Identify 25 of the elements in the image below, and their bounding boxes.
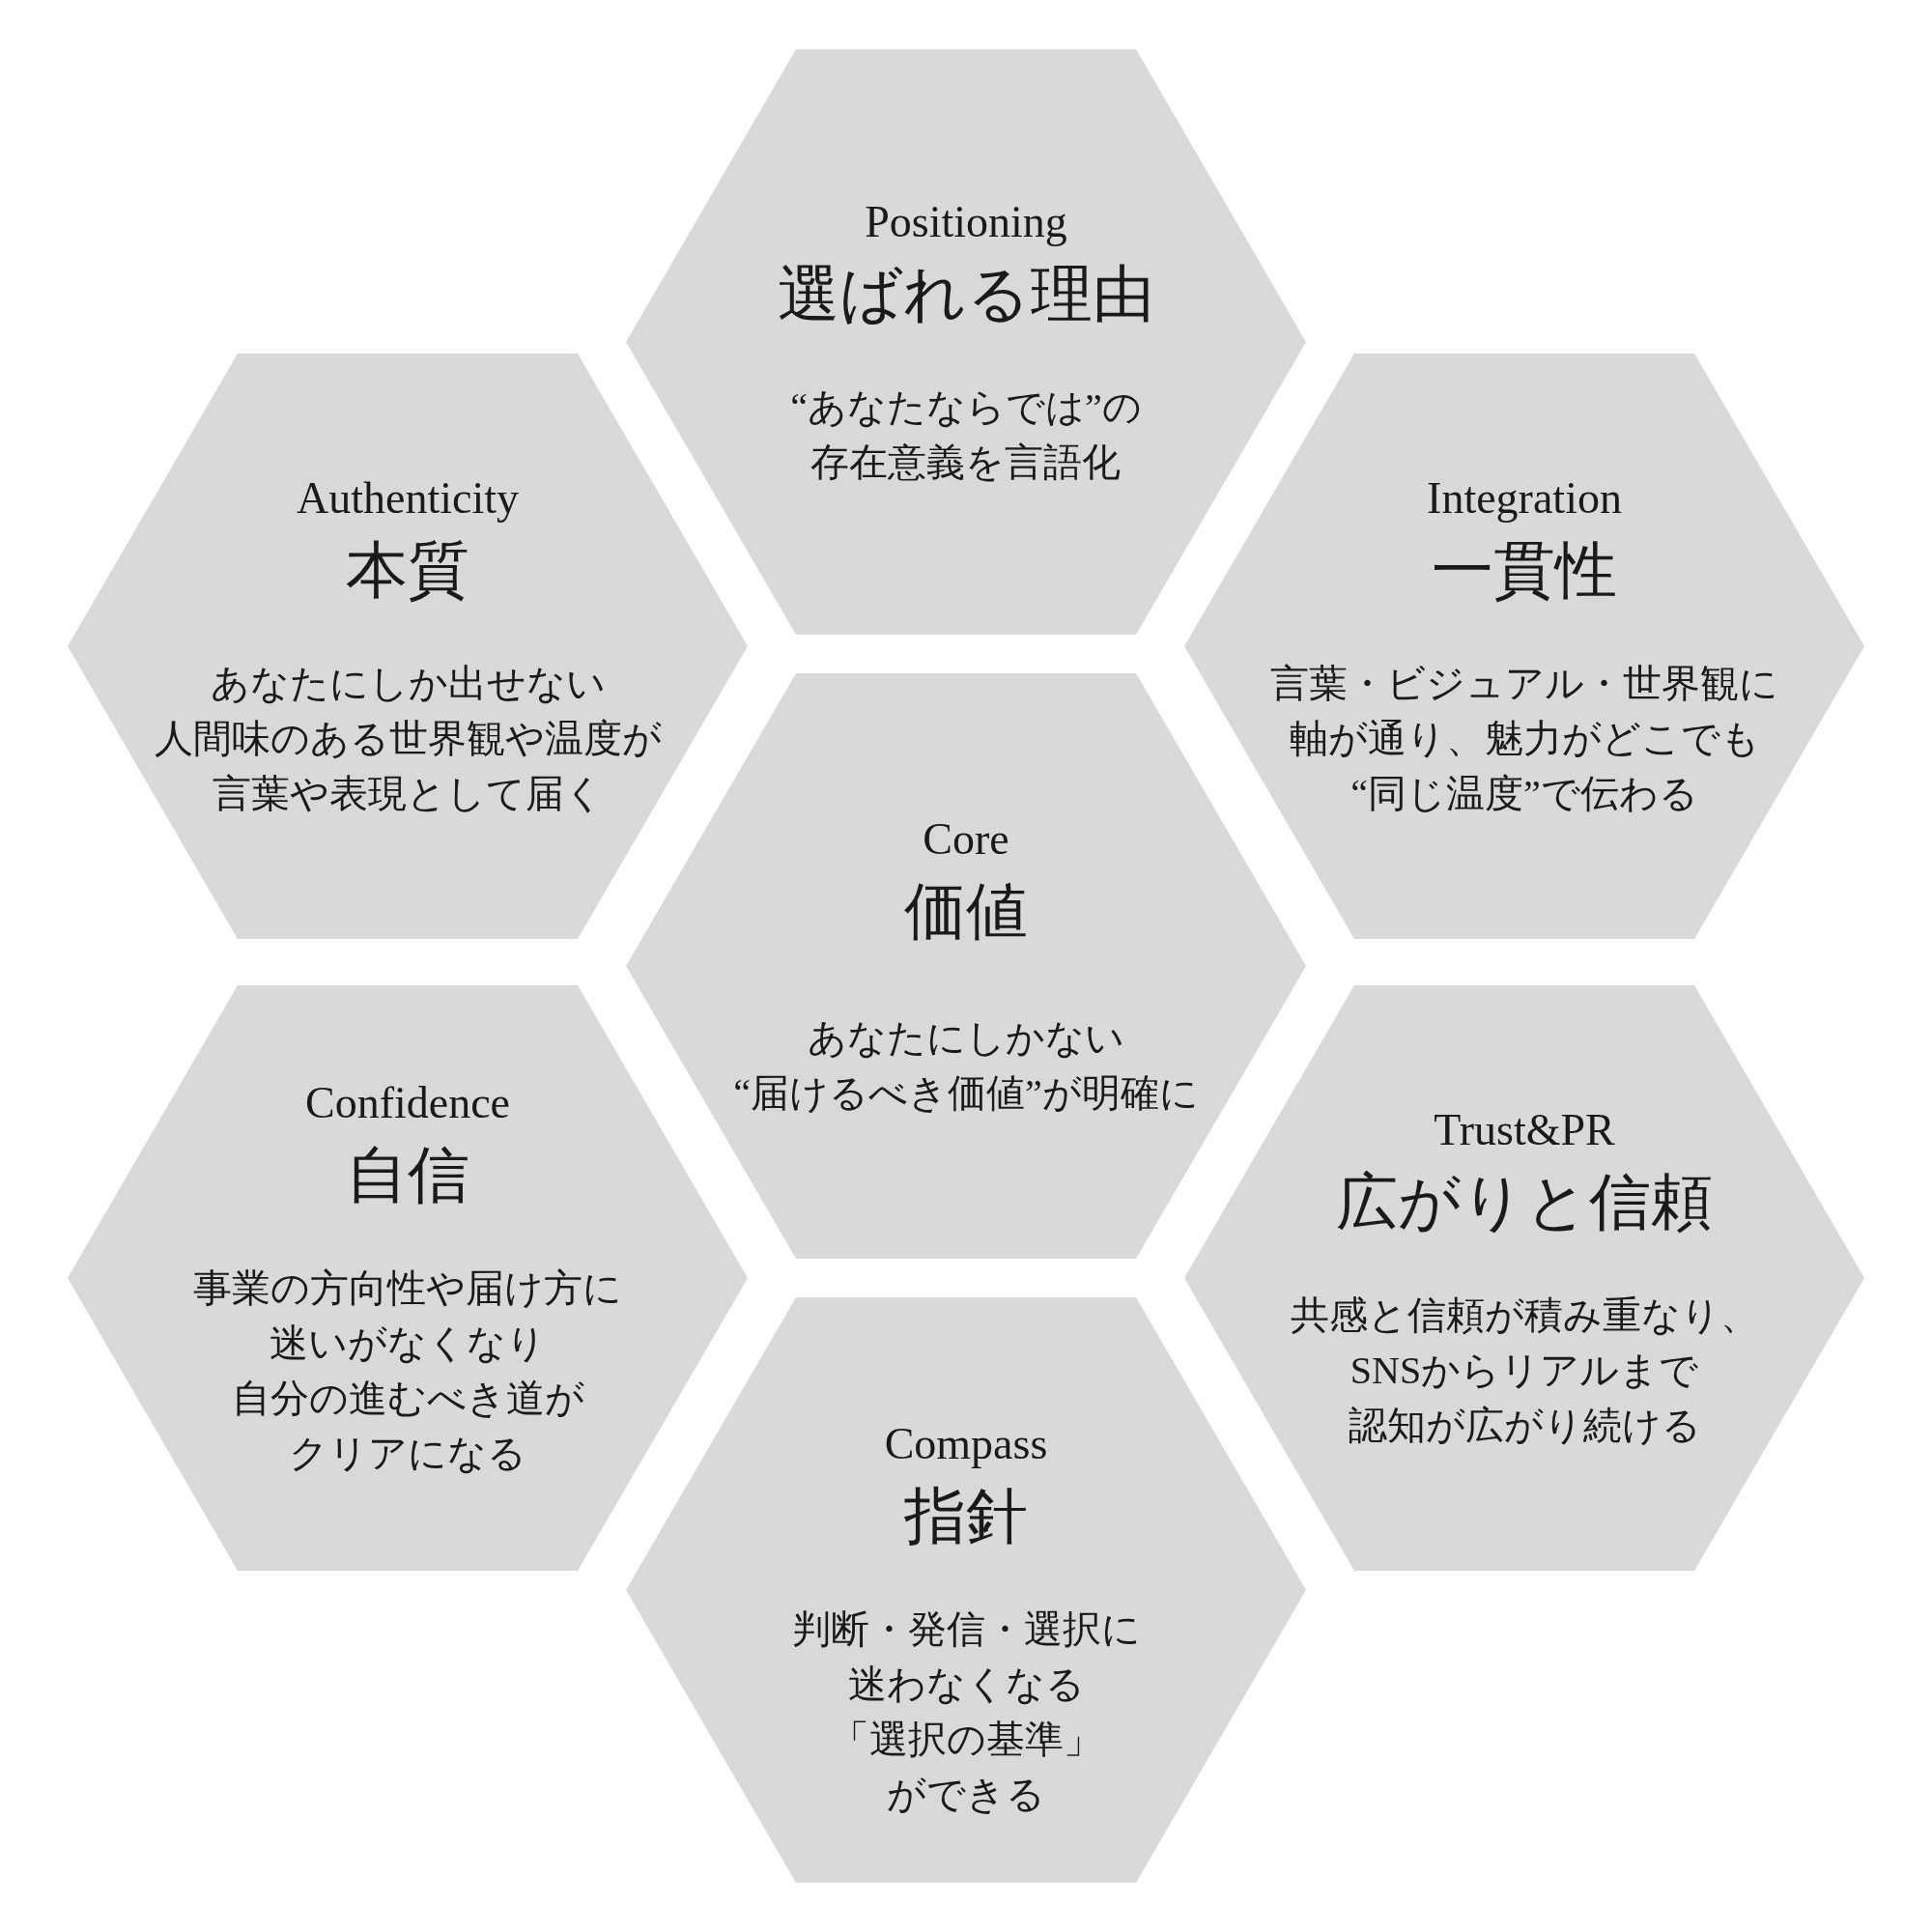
hexagon-tile xyxy=(68,985,748,1571)
hexagon-tile xyxy=(68,354,748,939)
title-text: 価値 xyxy=(904,875,1028,948)
category-label: Authenticity xyxy=(297,472,519,525)
description-text: 判断・発信・選択に迷わなくなる「選択の基準」ができる xyxy=(791,1605,1141,1818)
title-text: 指針 xyxy=(904,1480,1028,1552)
hexagon-tile xyxy=(1184,354,1864,939)
category-label: Core xyxy=(923,812,1009,866)
hexagon-tile xyxy=(626,49,1306,635)
description-text: あなたにしかない“届けるべき価値”が明確に xyxy=(733,1014,1199,1117)
description-text: 事業の方向性や届け方に迷いがなくなり自分の進むべき道がクリアになる xyxy=(193,1264,622,1477)
category-label: Compass xyxy=(884,1417,1048,1470)
category-label: Confidence xyxy=(305,1076,510,1129)
title-text: 選ばれる理由 xyxy=(778,258,1154,330)
description-text: “あなたならでは”の存在意義を言語化 xyxy=(790,384,1142,486)
category-label: Positioning xyxy=(865,195,1067,248)
title-text: 自信 xyxy=(346,1139,469,1211)
category-label: Trust&PR xyxy=(1434,1104,1615,1156)
description-text: あなたにしか出せない人間味のある世界観や温度が言葉や表現として届く xyxy=(154,661,662,817)
description-text: 言葉・ビジュアル・世界観に軸が通り、魅力がどこでも“同じ温度”で伝わる xyxy=(1270,661,1778,817)
description-text: 共感と信頼が積み重なり、SNSからリアルまで認知が広がり続ける xyxy=(1290,1293,1759,1449)
title-text: 一貫性 xyxy=(1432,535,1617,607)
category-label: Integration xyxy=(1427,472,1622,525)
title-text: 広がりと信頼 xyxy=(1336,1167,1713,1238)
title-text: 本質 xyxy=(346,535,469,607)
